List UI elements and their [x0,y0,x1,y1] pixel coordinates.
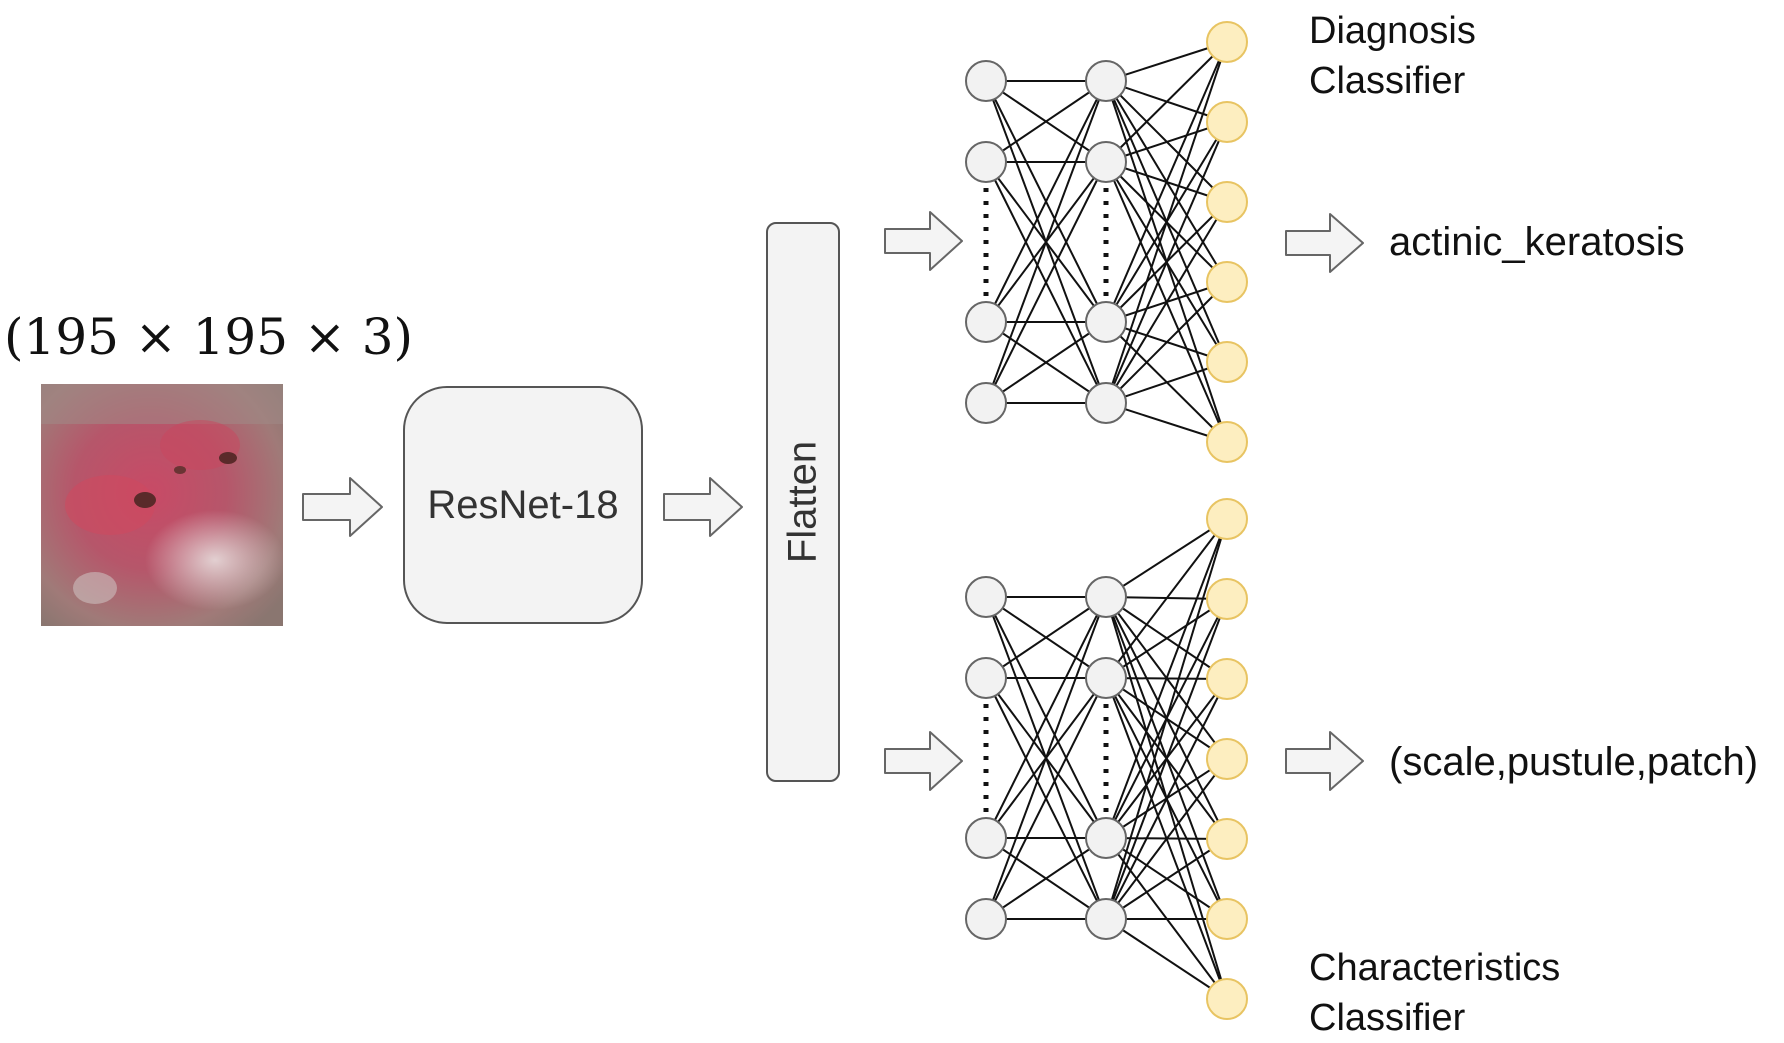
characteristics-edge-l2-1-out-1 [1105,598,1228,679]
diagnosis-classifier-title: Diagnosis Classifier [1309,6,1476,106]
characteristics-edge-l2-3-out-0 [1105,518,1228,920]
characteristics-hidden-node-l1-3 [965,898,1007,940]
characteristics-edge-l1-2-l2-0 [985,596,1107,839]
characteristics-hidden-node-l1-2 [965,817,1007,859]
characteristics-title-line2: Classifier [1309,997,1466,1039]
characteristics-edge-l2-2-out-0 [1105,518,1228,839]
characteristics-edge-l1-3-l2-1 [985,677,1107,920]
diagnosis-edge-l1-1-l2-0 [985,80,1107,163]
diagnosis-edge-l1-3-l2-1 [985,161,1107,404]
characteristics-edge-l1-3-l2-0 [985,596,1107,920]
characteristics-output-node-0 [1206,498,1248,540]
characteristics-head-connections [985,518,1228,1000]
diagnosis-output-node-3 [1206,261,1248,303]
diagnosis-title-line1: Diagnosis [1309,10,1476,52]
characteristics-output-node-1 [1206,578,1248,620]
characteristics-hidden-node-l2-3 [1085,898,1127,940]
diagnosis-edge-l2-2-out-0 [1105,41,1228,323]
diagnosis-hidden-node-l2-3 [1085,382,1127,424]
characteristics-hidden-node-l2-0 [1085,576,1127,618]
characteristics-edge-l2-3-out-4 [1105,838,1228,920]
characteristics-output-node-6 [1206,978,1248,1020]
diagnosis-output-node-5 [1206,421,1248,463]
characteristics-edge-l2-3-out-1 [1105,598,1228,920]
input-image [41,384,285,626]
resnet-label: ResNet-18 [427,482,619,527]
characteristics-output-node-5 [1206,898,1248,940]
flatten-label: Flatten [780,440,825,564]
input-dimensions-label: (195 × 195 × 3) [4,308,414,366]
diagnosis-edge-l1-2-l2-0 [985,80,1107,323]
characteristics-classifier-title: Characteristics Classifier [1309,943,1560,1043]
resnet-block: ResNet-18 [403,386,643,624]
characteristics-edge-l2-3-out-3 [1105,758,1228,920]
diagnosis-edge-l2-3-out-0 [1105,41,1228,404]
diagnosis-hidden-node-l1-0 [965,60,1007,102]
diagnosis-head-nodes [965,21,1248,463]
diagnosis-edge-l1-3-l2-0 [985,80,1107,404]
characteristics-hidden-node-l1-1 [965,657,1007,699]
diagnosis-edge-l2-3-out-2 [1105,201,1228,404]
diagnosis-output-node-4 [1206,341,1248,383]
characteristics-hidden-node-l1-0 [965,576,1007,618]
arrow-flatten-to-characteristics [884,731,963,791]
characteristics-output-node-2 [1206,658,1248,700]
diagnosis-hidden-node-l2-0 [1085,60,1127,102]
characteristics-edge-l1-3-l2-2 [985,837,1107,920]
diagnosis-hidden-node-l1-1 [965,141,1007,183]
characteristics-output-node-4 [1206,818,1248,860]
diagnosis-output-node-2 [1206,181,1248,223]
diagnosis-hidden-node-l2-1 [1085,141,1127,183]
characteristics-hidden-node-l2-2 [1085,817,1127,859]
diagnosis-edge-l1-3-l2-2 [985,321,1107,404]
characteristics-edge-l2-0-out-0 [1105,518,1228,598]
diagnosis-output-label: actinic_keratosis [1389,220,1685,264]
arrow-flatten-to-diagnosis [884,211,963,271]
arrow-resnet-to-flatten [663,477,743,537]
characteristics-edge-l1-1-l2-0 [985,596,1107,679]
diagnosis-head-connections [985,41,1228,443]
characteristics-edge-l2-3-out-6 [1105,918,1228,1000]
diagnosis-hidden-node-l2-2 [1085,301,1127,343]
characteristics-edge-l2-1-out-0 [1105,518,1228,679]
diagnosis-edge-l2-0-out-0 [1105,41,1228,82]
diagnosis-title-line2: Classifier [1309,60,1466,102]
characteristics-output-node-3 [1206,738,1248,780]
characteristics-output-label: (scale,pustule,patch) [1389,740,1759,784]
diagnosis-edge-l2-1-out-1 [1105,121,1228,163]
diagnosis-output-node-1 [1206,101,1248,143]
diagnosis-edge-l2-3-out-5 [1105,402,1228,443]
diagnosis-output-node-0 [1206,21,1248,63]
diagnosis-hidden-node-l1-2 [965,301,1007,343]
diagnosis-edge-l2-3-out-4 [1105,361,1228,404]
arrow-characteristics-output [1285,731,1364,791]
arrow-diagnosis-output [1285,213,1364,273]
arrow-input-to-resnet [302,477,383,537]
diagnosis-hidden-node-l1-3 [965,382,1007,424]
diagnosis-edge-l2-3-out-3 [1105,281,1228,404]
characteristics-hidden-node-l2-1 [1085,657,1127,699]
ellipsis-dots [983,188,1109,816]
characteristics-head-nodes [965,498,1248,1020]
characteristics-title-line1: Characteristics [1309,947,1561,989]
characteristics-edge-l2-3-out-2 [1105,678,1228,920]
diagnosis-edge-l2-3-out-1 [1105,121,1228,404]
flatten-block: Flatten [766,222,840,782]
diagnosis-edge-l2-1-out-0 [1105,41,1228,163]
